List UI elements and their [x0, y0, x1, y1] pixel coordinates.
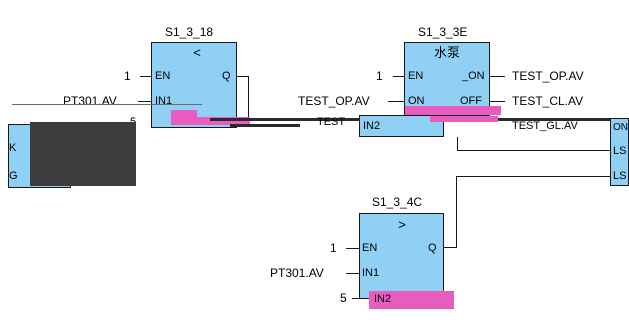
- block-s1-3-4c-pin-in1: IN1: [362, 267, 380, 279]
- block-s1-3-4c-pin-in2: IN2: [374, 293, 392, 305]
- block-s1-3-4c-input-in1: PT301.AV: [270, 266, 324, 280]
- block-s1-3-3e-pin-off-out: OFF: [460, 95, 482, 107]
- block-s1-3-3e-highlight: [405, 106, 501, 115]
- wire-right-feed-2: [456, 176, 610, 177]
- block-s1-3-3e-symbol: 水泵: [433, 45, 460, 60]
- block-s1-3-3e-pin-on: ON: [408, 95, 425, 107]
- block-s1-3-18-pin-q: Q: [222, 70, 231, 82]
- block-s1-3-4c-pin-in2-highlight: [369, 291, 454, 309]
- wire-right-feed-1-down: [457, 137, 458, 151]
- block-s1-3-18-highlight-bar: [197, 117, 250, 125]
- block-s1-3-4c-input-en: 1: [330, 241, 337, 255]
- block-s1-3-4c-input-in2: 5: [340, 291, 347, 305]
- block-s1-3-3e[interactable]: [404, 42, 490, 116]
- block-s1-3-3e-input-en: 1: [376, 69, 383, 83]
- wire-s1-3-18-in1: [138, 101, 151, 102]
- glitch-line-3: [230, 124, 300, 127]
- block-s1-3-3e-pin-en: EN: [408, 70, 424, 82]
- left-block-pin-k: K: [9, 142, 17, 154]
- wire-s1-3-18-en: [140, 76, 151, 77]
- wire-s1-3-3e-on-out: [490, 76, 505, 77]
- block-s1-3-18-input-in1: PT301.AV: [63, 94, 117, 108]
- wire-s1-3-18-q-down: [248, 76, 249, 124]
- block-s1-3-18-pin-en: EN: [155, 70, 171, 82]
- block-s1-3-18-symbol: <: [193, 45, 201, 60]
- block-s1-3-4c-pin-en: EN: [362, 242, 378, 254]
- wire-s1-3-4c-q: [442, 247, 457, 248]
- block-s1-3-4c-pin-q: Q: [428, 242, 437, 254]
- glitch-highlight: [430, 116, 498, 122]
- glitch-line-1: [12, 104, 202, 105]
- block-s1-3-3e-output-off2: TEST_GL.AV: [512, 120, 578, 132]
- wire-s1-3-4c-in1: [346, 273, 359, 274]
- block-s1-3-4c[interactable]: [359, 213, 444, 299]
- block-s1-3-18-pin-in2-highlight: [171, 110, 197, 125]
- block-s1-3-18-pin-in1: IN1: [155, 95, 173, 107]
- wire-right-feed-2-down: [456, 176, 457, 248]
- wire-s1-3-3e-off-out: [490, 101, 505, 102]
- ghost-block-pin-in2: IN2: [363, 120, 381, 132]
- wire-s1-3-4c-in2: [352, 298, 369, 299]
- block-s1-3-4c-id: S1_3_4C: [372, 195, 423, 209]
- block-s1-3-18-input-en: 1: [124, 69, 131, 83]
- wire-s1-3-3e-en: [393, 76, 404, 77]
- block-s1-3-3e-id: S1_3_3E: [418, 25, 468, 39]
- glitch-text-test: TEST: [317, 116, 346, 128]
- right-block-pin-ls-2: LS: [613, 170, 627, 182]
- dark-overlay-box: [30, 122, 136, 186]
- wire-s1-3-18-q: [237, 76, 248, 77]
- block-s1-3-4c-symbol: >: [398, 217, 406, 232]
- block-s1-3-3e-input-on: TEST_OP.AV: [298, 94, 370, 108]
- block-s1-3-18-id: S1_3_18: [165, 25, 214, 39]
- right-block-pin-on: ON: [613, 122, 628, 133]
- wire-right-feed-1: [457, 150, 610, 151]
- wire-s1-3-4c-en: [346, 248, 359, 249]
- ghost-block: [359, 115, 444, 137]
- left-block-pin-g: G: [9, 170, 18, 182]
- block-s1-3-3e-pin-on-out: _ON: [462, 70, 485, 82]
- block-s1-3-3e-output-off: TEST_CL.AV: [512, 94, 584, 108]
- wire-s1-3-3e-on: [388, 101, 404, 102]
- right-block-pin-ls-1: LS: [613, 145, 627, 157]
- block-s1-3-3e-output-on: TEST_OP.AV: [512, 69, 584, 83]
